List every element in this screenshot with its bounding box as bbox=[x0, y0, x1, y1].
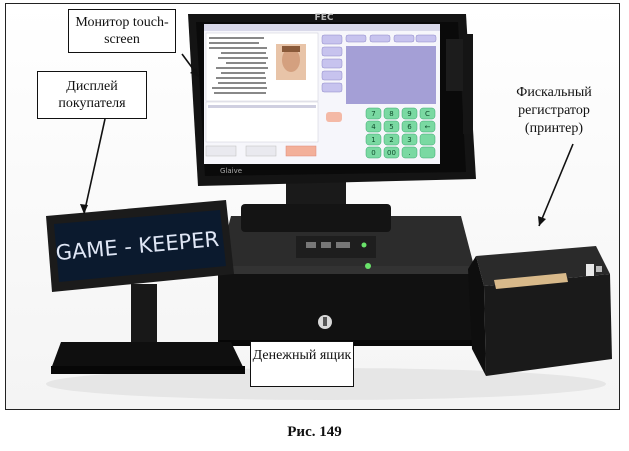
keypad-key-label: 4 bbox=[371, 123, 376, 131]
keypad-key-label: 1 bbox=[371, 136, 375, 144]
keypad-key-label: . bbox=[408, 149, 410, 157]
keypad-key bbox=[365, 120, 382, 133]
receipt-paper bbox=[494, 273, 568, 289]
screen-side-panel bbox=[346, 46, 436, 104]
keypad-key-label: 6 bbox=[407, 123, 412, 131]
keypad-key-label: 0 bbox=[371, 149, 375, 157]
keypad-key bbox=[419, 146, 436, 159]
fiscal-printer-label-text: Фискальный регистратор (принтер) bbox=[516, 85, 592, 136]
keypad-key-label: 7 bbox=[371, 110, 375, 118]
monitor-brand: FEC bbox=[315, 13, 334, 23]
keypad-key-label: C bbox=[425, 110, 430, 118]
keypad-key bbox=[365, 146, 382, 159]
keypad-key bbox=[401, 120, 418, 133]
monitor-callout: Монитор touch-screen bbox=[68, 9, 176, 53]
client-info-lines bbox=[209, 37, 268, 94]
keypad-key-label: ← bbox=[425, 123, 431, 131]
keypad-key bbox=[383, 146, 400, 159]
keypad-key-label: 2 bbox=[389, 136, 393, 144]
keypad-key-label: 3 bbox=[407, 136, 411, 144]
screen-menu-buttons bbox=[321, 34, 437, 93]
monitor-model: Glaive bbox=[220, 167, 242, 175]
status-led-icon bbox=[365, 263, 371, 269]
keypad-key bbox=[401, 107, 418, 120]
keypad-key-label: 00 bbox=[387, 149, 396, 157]
keypad-key bbox=[419, 133, 436, 146]
keypad-key bbox=[401, 146, 418, 159]
figure-caption: Рис. 149 bbox=[287, 424, 342, 440]
keypad-key-label: 8 bbox=[389, 110, 393, 118]
monitor-callout-text: Монитор touch-screen bbox=[75, 15, 169, 47]
keypad-key bbox=[365, 107, 382, 120]
keypad-key bbox=[383, 133, 400, 146]
cash-drawer-callout-text: Денежный ящик bbox=[252, 348, 352, 363]
keypad-key bbox=[383, 107, 400, 120]
fiscal-printer-label: Фискальный регистратор (принтер) bbox=[494, 84, 614, 138]
cash-drawer bbox=[218, 216, 474, 346]
keypad-key-label: 9 bbox=[407, 110, 411, 118]
keypad-key bbox=[419, 107, 436, 120]
keypad-key bbox=[401, 133, 418, 146]
monitor-stand bbox=[241, 179, 391, 258]
cash-drawer-callout: Денежный ящик bbox=[250, 341, 354, 387]
keypad-key bbox=[365, 133, 382, 146]
keypad-key bbox=[419, 120, 436, 133]
callout-arrows bbox=[80, 53, 574, 227]
keypad-key bbox=[383, 120, 400, 133]
customer-display-callout-text: Дисплей покупателя bbox=[58, 79, 126, 111]
customer-display-callout: Дисплей покупателя bbox=[37, 71, 147, 119]
keypad-key-label: 5 bbox=[389, 123, 393, 131]
fiscal-printer bbox=[468, 246, 612, 376]
customer-display: GAME - KEEPER bbox=[46, 200, 245, 374]
